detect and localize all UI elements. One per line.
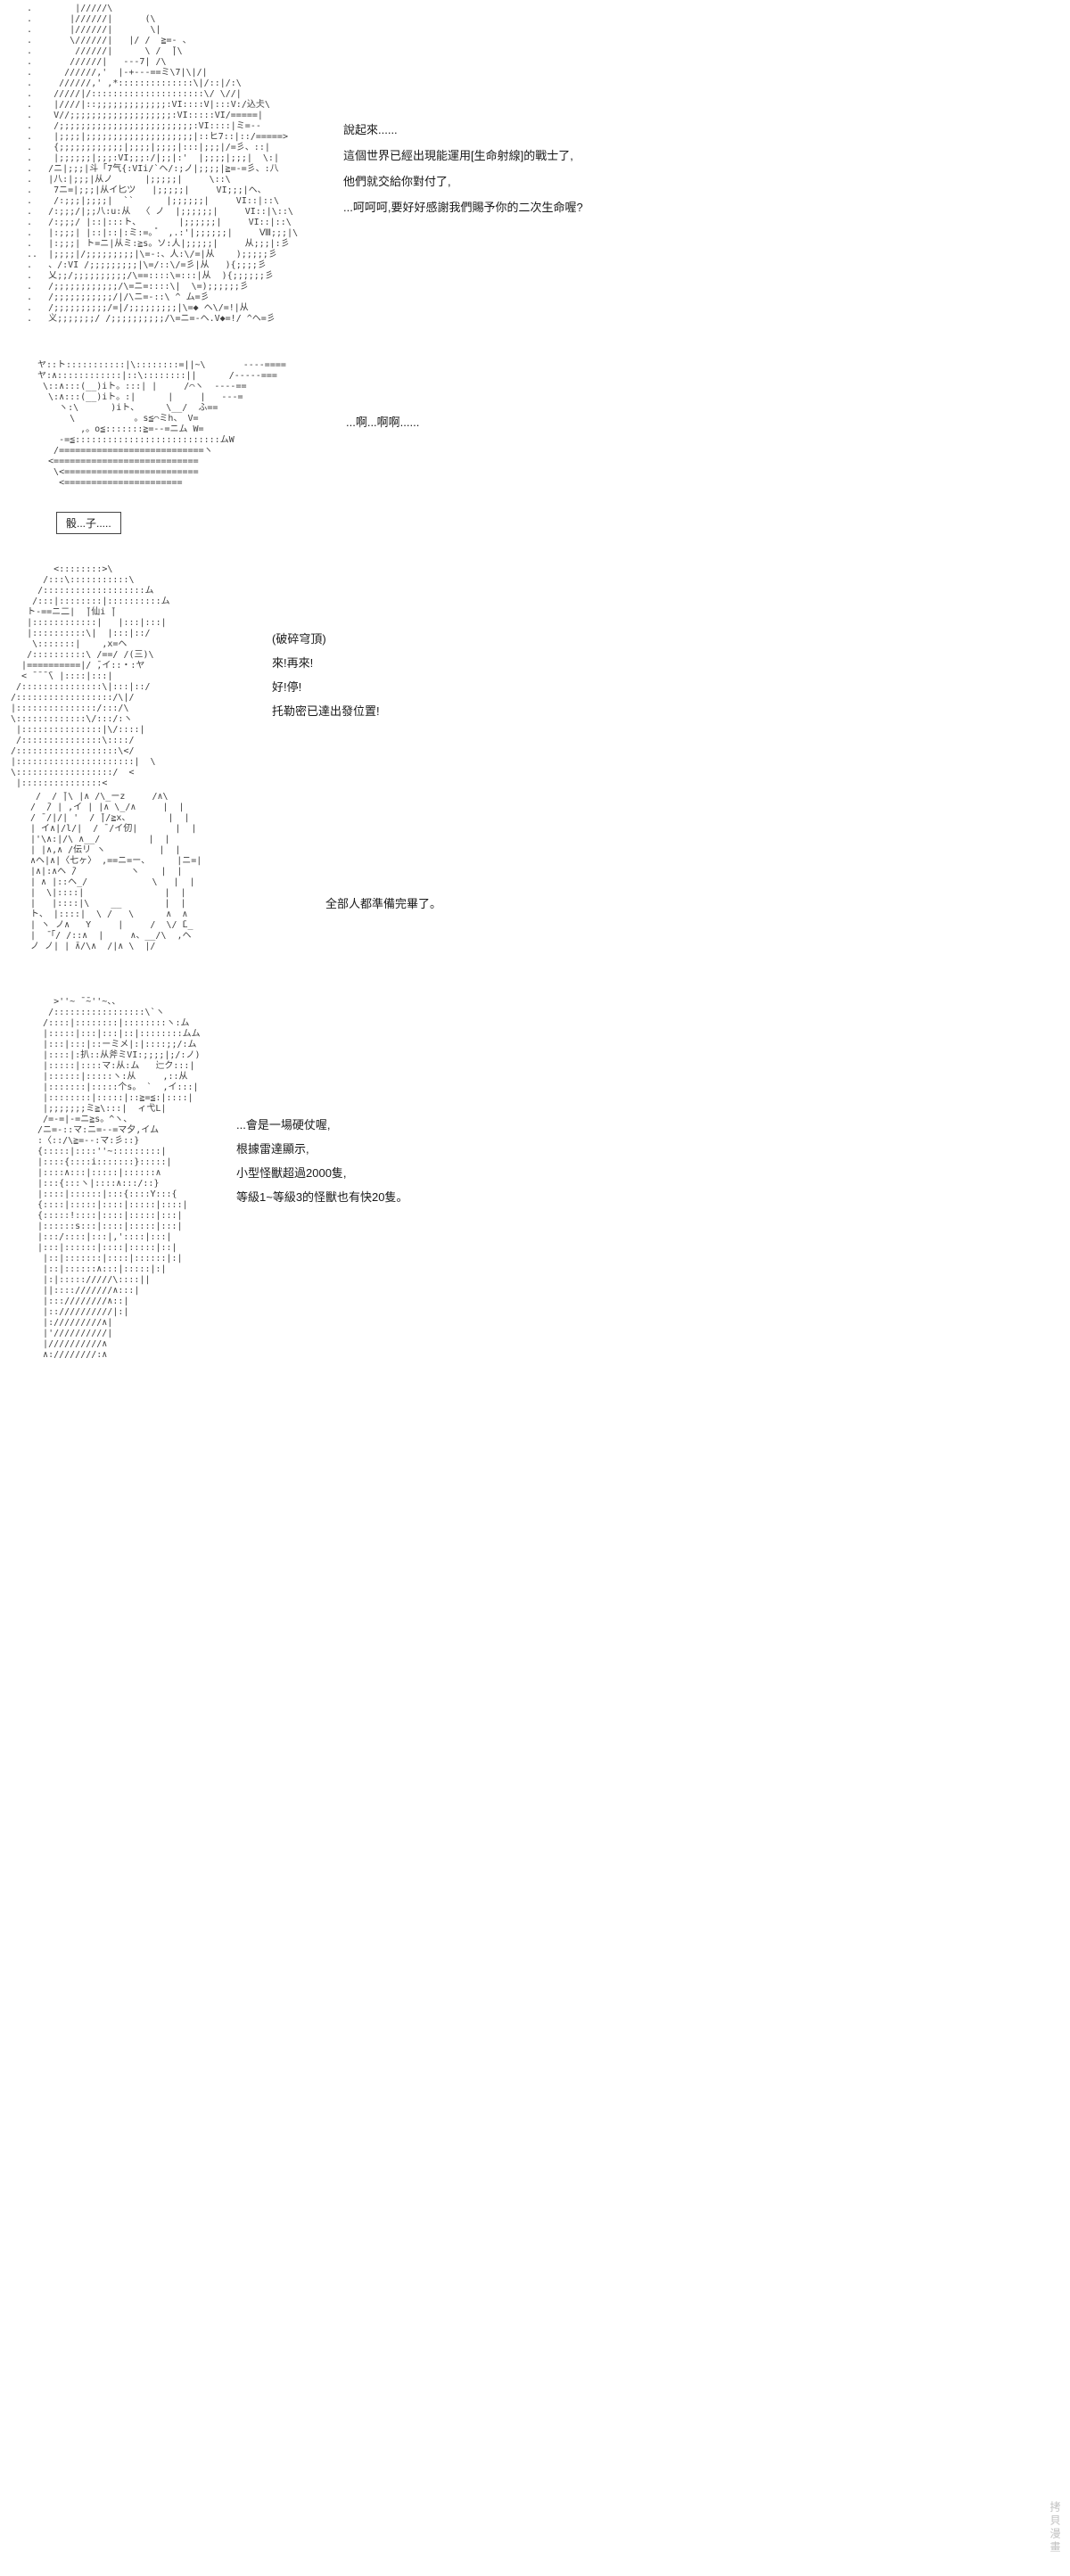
dialogue-text-2: ...啊...啊啊...... (346, 416, 420, 429)
ascii-art-panel-figure-2: / / ̄|\ |∧ /\_ーz /∧\ / ̄/ | ,イ | |∧ \_/∧… (30, 792, 202, 951)
dialogue-text-4: 全部人都準備完畢了。 (325, 897, 442, 910)
ascii-art-panel-figure-1: <::::::::>\ /:::\:::::::::::\ /:::::::::… (11, 564, 170, 788)
dialogue-text-1: 說起來...... 這個世界已經出現能運用[生命射線]的戰士了, 他們就交給你對… (343, 123, 583, 214)
dice-text-box: 骰...子..... (56, 512, 121, 534)
ascii-art-panel-monster: . |/////\ . |//////| (\ . |//////| \| . … (27, 4, 299, 324)
ascii-art-panel-figure-3: >''~ ̄ ̄~''~、、 /:::::::::::::::::\`ヽ /::… (37, 997, 201, 1360)
ascii-art-panel-reaction: ヤ::ト:::::::::::|\::::::::=||~\ ----==== … (37, 360, 286, 488)
dialogue-text-5: ...會是一場硬仗喔, 根據雷達顯示, 小型怪獸超過2000隻, 等級1~等級3… (236, 1118, 408, 1204)
watermark: 拷貝漫畫 (1049, 2501, 1061, 2555)
dice-text: 骰...子..... (66, 517, 111, 530)
dialogue-text-3: (破碎穹頂) 來!再來! 好!停! 托勒密已達出發位置! (272, 632, 380, 718)
